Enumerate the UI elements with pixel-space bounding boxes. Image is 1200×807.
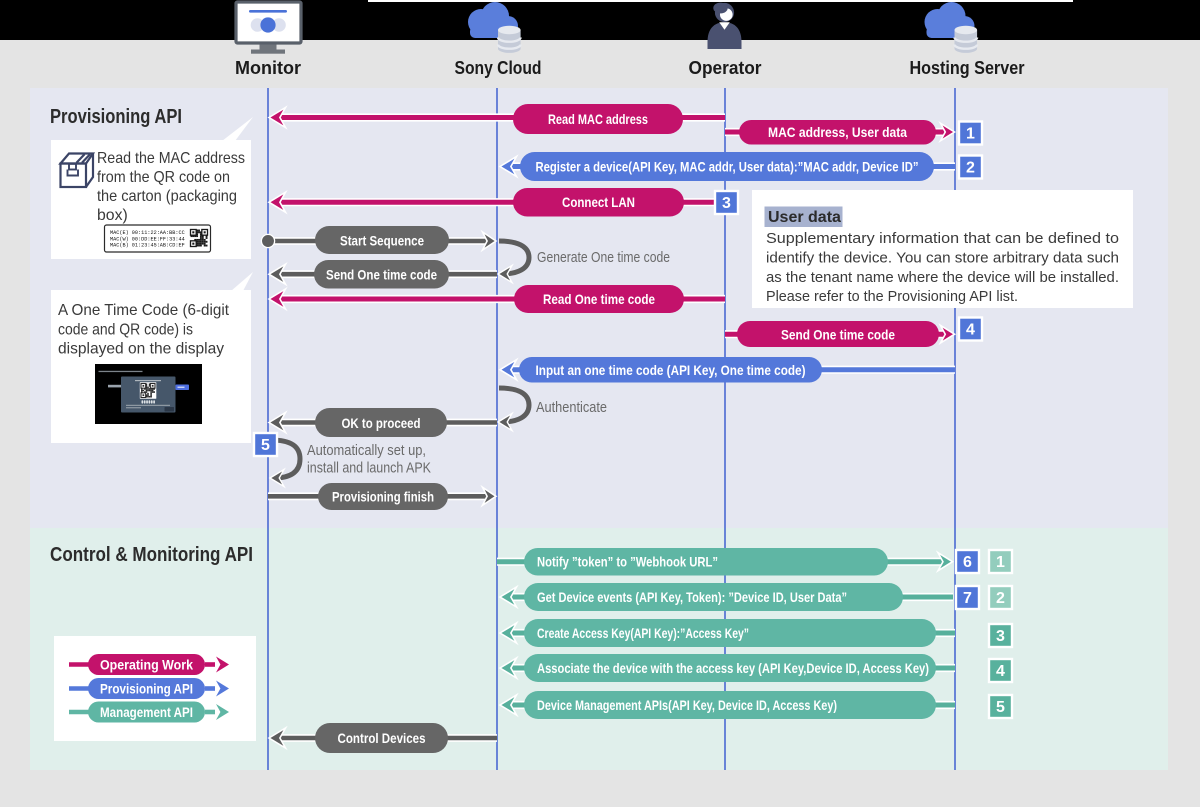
svg-text:MAC address, User data: MAC address, User data <box>768 124 907 140</box>
svg-text:Input an one time code (API Ke: Input an one time code (API Key, One tim… <box>536 362 806 378</box>
svg-text:Automatically set up,: Automatically set up, <box>307 442 426 459</box>
svg-text:5: 5 <box>261 437 270 454</box>
svg-text:Provisioning API: Provisioning API <box>50 106 182 128</box>
svg-text:4: 4 <box>966 322 975 339</box>
svg-text:OK to proceed: OK to proceed <box>342 415 421 431</box>
svg-text:box): box) <box>97 207 128 224</box>
svg-text:Read MAC address: Read MAC address <box>548 111 648 127</box>
svg-text:Read the MAC address: Read the MAC address <box>97 150 245 167</box>
svg-text:Notify ”token” to ”Webhook URL: Notify ”token” to ”Webhook URL” <box>537 554 718 570</box>
svg-text:Register a device(API Key, MAC: Register a device(API Key, MAC addr, Use… <box>536 158 919 174</box>
svg-text:1: 1 <box>966 126 975 143</box>
svg-text:Provisioning API: Provisioning API <box>100 680 193 696</box>
svg-text:Operating Work: Operating Work <box>100 656 193 672</box>
svg-text:Device Management APIs(API Key: Device Management APIs(API Key, Device I… <box>537 697 837 713</box>
svg-text:2: 2 <box>996 590 1005 607</box>
svg-text:install and launch APK: install and launch APK <box>307 460 431 477</box>
svg-text:Provisioning finish: Provisioning finish <box>332 489 434 505</box>
svg-text:Generate One time code: Generate One time code <box>537 249 670 266</box>
svg-text:7: 7 <box>963 590 972 607</box>
svg-text:displayed on the display: displayed on the display <box>58 341 224 358</box>
svg-text:Create Access Key(API Key):”Ac: Create Access Key(API Key):”Access Key” <box>537 625 749 641</box>
svg-text:identify the device. You can s: identify the device. You can store arbit… <box>766 249 1119 266</box>
svg-text:Please refer to the Provisioni: Please refer to the Provisioning API lis… <box>766 288 1018 305</box>
svg-text:2: 2 <box>966 160 975 177</box>
svg-text:Send One time code: Send One time code <box>781 326 895 342</box>
svg-text:1: 1 <box>996 554 1005 571</box>
svg-text:Supplementary information that: Supplementary information that can be de… <box>766 230 1119 247</box>
svg-text:Read One time code: Read One time code <box>543 291 655 307</box>
svg-text:Start Sequence: Start Sequence <box>340 232 424 248</box>
svg-text:5: 5 <box>996 699 1005 716</box>
svg-text:Get Device events (API Key, To: Get Device events (API Key, Token): ”Dev… <box>537 589 847 605</box>
svg-text:Hosting Server: Hosting Server <box>910 58 1025 78</box>
svg-text:the carton (packaging: the carton (packaging <box>97 188 237 205</box>
svg-text:Associate the device with the: Associate the device with the access key… <box>537 660 929 676</box>
svg-text:MAC(W) 00:DD:EE:FF:33:44: MAC(W) 00:DD:EE:FF:33:44 <box>110 236 185 242</box>
svg-text:User data: User data <box>768 209 841 226</box>
svg-text:6: 6 <box>963 554 972 571</box>
svg-text:3: 3 <box>722 195 731 212</box>
svg-text:3: 3 <box>996 628 1005 645</box>
svg-text:MAC(B) 01:23:45:AB:CD:EF: MAC(B) 01:23:45:AB:CD:EF <box>110 243 185 249</box>
svg-text:Control & Monitoring API: Control & Monitoring API <box>50 544 253 566</box>
svg-text:from the QR code on: from the QR code on <box>97 169 230 186</box>
svg-text:Authenticate: Authenticate <box>536 399 607 416</box>
svg-text:Send One time code: Send One time code <box>326 267 437 283</box>
svg-text:Monitor: Monitor <box>235 58 301 78</box>
svg-text:as the tenant name where the d: as the tenant name where the device will… <box>766 269 1119 286</box>
svg-text:A One Time Code (6-digit: A One Time Code (6-digit <box>58 302 230 319</box>
svg-text:Sony Cloud: Sony Cloud <box>455 58 542 78</box>
svg-text:Management API: Management API <box>100 704 193 720</box>
svg-text:Operator: Operator <box>689 58 762 78</box>
svg-text:code and QR code) is: code and QR code) is <box>58 321 193 338</box>
svg-text:4: 4 <box>996 663 1005 680</box>
svg-text:MAC(E) 00:11:22:AA:BB:CC: MAC(E) 00:11:22:AA:BB:CC <box>110 230 185 236</box>
svg-text:Connect LAN: Connect LAN <box>562 194 635 210</box>
svg-text:Control Devices: Control Devices <box>338 730 426 746</box>
